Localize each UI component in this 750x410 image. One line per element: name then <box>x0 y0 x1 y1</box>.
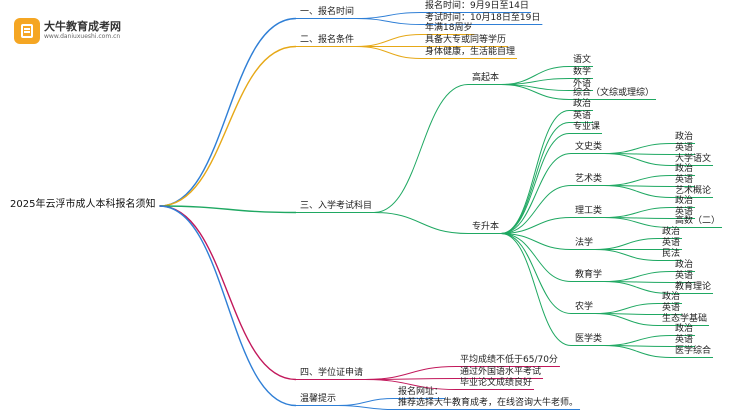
ligong-advanced-math: 高数（二） <box>675 216 721 226</box>
link-zsb-z1 <box>500 110 570 234</box>
section-registration-conditions: 二、报名条件 <box>300 35 355 45</box>
link-ws-ws1 <box>604 143 672 154</box>
nongxue-politics: 政治 <box>662 292 681 302</box>
link-zsb-jy <box>501 233 572 282</box>
link-yx-yx1 <box>604 335 672 346</box>
link-s2-s2c <box>356 46 422 59</box>
tip-recommendation: 推荐选择大牛教育成考，在线咨询大牛老师。 <box>398 398 579 408</box>
wenshi-college-chinese: 大学语文 <box>675 154 712 164</box>
logo-url: www.daniuxueshi.com.cn <box>44 33 121 40</box>
category-science-engineering: 理工类 <box>575 206 603 216</box>
ligong-english: 英语 <box>675 207 694 217</box>
condition-education: 具备大专或同等学历 <box>425 35 507 45</box>
link-s1-s1a <box>356 12 422 19</box>
yishu-politics: 政治 <box>675 164 694 174</box>
category-agriculture: 农学 <box>575 302 594 312</box>
link-root-s3 <box>159 205 297 214</box>
condition-health: 身体健康，生活能自理 <box>425 47 516 57</box>
link-s3-gqb <box>374 84 469 213</box>
yishu-english: 英语 <box>675 175 694 185</box>
jiaoyu-english: 英语 <box>675 271 694 281</box>
link-s4-s4c <box>365 379 457 390</box>
link-s5-s5b <box>338 405 395 410</box>
yixue-politics: 政治 <box>675 324 694 334</box>
category-education: 教育学 <box>575 270 603 280</box>
link-ws-ws3 <box>604 153 672 166</box>
link-ys-ys3 <box>604 185 672 198</box>
link-zsb-nx <box>501 233 572 314</box>
link-zsb-yx <box>501 233 572 346</box>
condition-age: 年满18周岁 <box>425 23 473 33</box>
category-law: 法学 <box>575 238 594 248</box>
tip-registration-website: 报名网址： <box>398 387 444 397</box>
category-arts: 艺术类 <box>575 174 603 184</box>
gqb-subject-comprehensive: 综合（文综或理综） <box>573 88 655 98</box>
link-jy-jy3 <box>604 281 672 294</box>
faxue-politics: 政治 <box>662 227 681 237</box>
gqb-subject-foreign-language: 外语 <box>573 79 592 89</box>
yixue-english: 英语 <box>675 335 694 345</box>
logo-name: 大牛教育成考网 <box>44 20 121 33</box>
link-root-s1 <box>159 17 297 207</box>
nongxue-ecology-basics: 生态学基础 <box>662 314 708 324</box>
link-zsb-ys <box>501 185 572 234</box>
link-fx-fx1 <box>595 238 659 250</box>
faxue-english: 英语 <box>662 238 681 248</box>
registration-period: 报名时间：9月9日至14日 <box>425 1 529 11</box>
link-zsb-ws <box>501 153 572 234</box>
link-nx-nx1 <box>595 303 659 314</box>
link-root-s2 <box>159 45 297 207</box>
track-zhuanshengben: 专升本 <box>472 222 500 232</box>
link-s5-s5a <box>338 398 395 406</box>
link-zsb-fx <box>501 233 572 250</box>
zsb-common-major: 专业课 <box>573 122 601 132</box>
gqb-subject-chinese: 语文 <box>573 55 592 65</box>
link-s4-s4a <box>365 366 457 380</box>
gqb-subject-math: 数学 <box>573 67 592 77</box>
jiaoyu-education-theory: 教育理论 <box>675 282 712 292</box>
link-nx-nx3 <box>595 313 659 326</box>
degree-foreign-language-exam: 通过外国语水平考试 <box>460 367 542 377</box>
ligong-politics: 政治 <box>675 196 694 206</box>
wenshi-english: 英语 <box>675 143 694 153</box>
book-logo-icon <box>14 18 40 44</box>
nongxue-english: 英语 <box>662 303 681 313</box>
link-s2-s2a <box>356 34 422 47</box>
root-topic: 2025年云浮市成人本科报名须知 <box>10 199 156 210</box>
section-entrance-exam-subjects: 三、入学考试科目 <box>300 201 373 211</box>
link-lg-lg1 <box>604 207 672 218</box>
jiaoyu-politics: 政治 <box>675 260 694 270</box>
category-literature-history: 文史类 <box>575 142 603 152</box>
section-tips: 温馨提示 <box>300 394 337 404</box>
link-yx-yx3 <box>604 345 672 358</box>
yixue-medical-comprehensive: 医学综合 <box>675 346 712 356</box>
zsb-common-politics: 政治 <box>573 99 592 109</box>
link-jy-jy1 <box>604 271 672 282</box>
zsb-common-english: 英语 <box>573 111 592 121</box>
link-root-s4 <box>159 205 297 381</box>
link-zsb-z2 <box>501 122 570 234</box>
exam-period: 考试时间：10月18日至19日 <box>425 13 541 23</box>
logo: 大牛教育成考网 www.daniuxueshi.com.cn <box>14 16 144 48</box>
track-gaoqiben: 高起本 <box>472 73 500 83</box>
link-root-s5 <box>159 205 297 407</box>
category-medicine: 医学类 <box>575 334 603 344</box>
link-ys-ys1 <box>604 175 672 186</box>
link-s1-s1b <box>356 18 422 25</box>
link-fx-fx3 <box>595 249 659 261</box>
link-s3-zsb <box>374 212 469 234</box>
link-lg-lg3 <box>604 217 672 228</box>
link-zsb-z3 <box>501 133 570 234</box>
link-zsb-lg <box>501 217 572 234</box>
faxue-civil-law: 民法 <box>662 249 681 259</box>
degree-thesis-grade: 毕业论文成绩良好 <box>460 378 533 388</box>
yishu-art-theory: 艺术概论 <box>675 186 712 196</box>
section-registration-time: 一、报名时间 <box>300 7 355 17</box>
wenshi-politics: 政治 <box>675 132 694 142</box>
link-gqb-g4 <box>501 84 570 100</box>
section-degree-application: 四、学位证申请 <box>300 368 364 378</box>
degree-average-score: 平均成绩不低于65/70分 <box>460 355 558 365</box>
